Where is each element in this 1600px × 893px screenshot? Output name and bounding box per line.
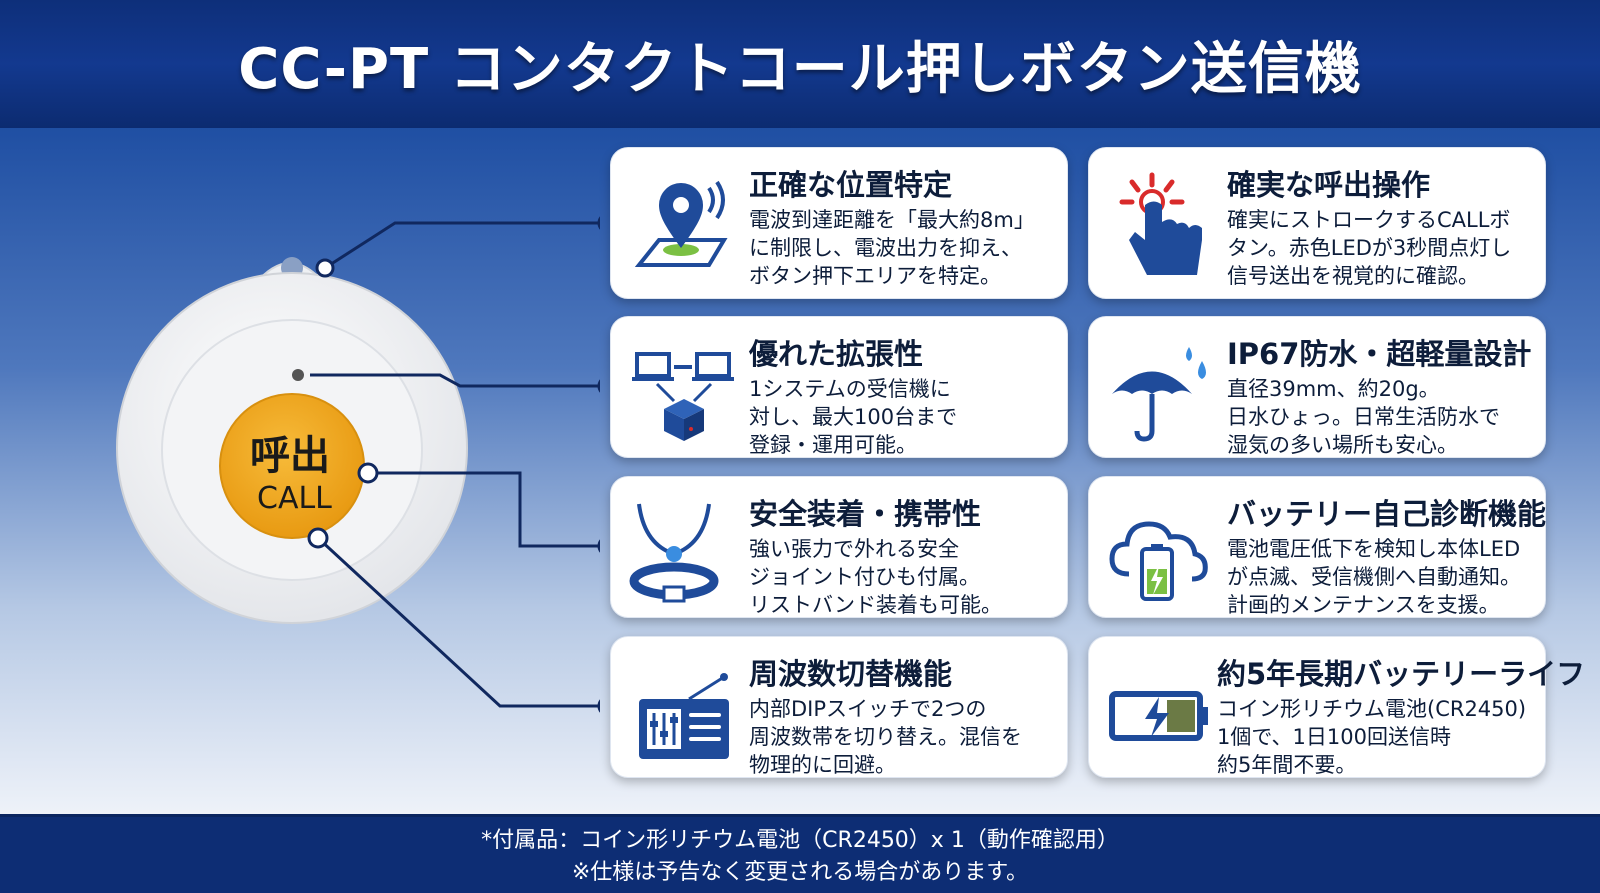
location-signal-icon: [634, 180, 728, 267]
footer-accessory-note: *付属品：コイン形リチウム電池（CR2450）x 1（動作確認用）: [481, 828, 1119, 853]
neck-strap-icon: [629, 503, 719, 603]
feature-desc: 直径39mm、約20g。 日水ひょっ。日常生活防水で 湿気の多い場所も安心。: [1227, 377, 1500, 457]
feature-desc: 電池電圧低下を検知し本体LED が点滅、受信機側へ自動通知。 計画的メンテナンス…: [1227, 537, 1521, 617]
umbrella-icon: [1112, 347, 1206, 442]
cloud-battery-icon: [1109, 521, 1208, 601]
feature-card-battery-life: 約5年長期バッテリーライフ コイン形リチウム電池(CR2450) 1個で、1日1…: [1088, 636, 1586, 778]
feature-desc: 強い張力で外れる安全 ジョイント付ひも付属。 リストバンド装着も可能。: [749, 537, 1003, 617]
feature-title: 正確な位置特定: [749, 168, 953, 202]
feature-title: 安全装着・携帯性: [749, 497, 982, 531]
feature-card-waterproof: IP67防水・超軽量設計 直径39mm、約20g。 日水ひょっ。日常生活防水で …: [1088, 316, 1546, 458]
device-led: [292, 369, 304, 381]
feature-desc: 内部DIPスイッチで2つの 周波数帯を切り替え。混信を 物理的に回避。: [749, 697, 1022, 777]
network-devices-icon: [632, 352, 734, 441]
feature-card-wear: 安全装着・携帯性 強い張力で外れる安全 ジョイント付ひも付属。 リストバンド装着…: [610, 476, 1068, 618]
feature-desc: 1システムの受信機に 対し、最大100台まで 登録・運用可能。: [749, 377, 958, 457]
feature-card-location: 正確な位置特定 電波到達距離を「最大約8m」 に制限し、電波出力を抑え、 ボタン…: [610, 147, 1068, 299]
connector-line-1: [324, 221, 600, 270]
connector-line-4: [316, 536, 600, 708]
feature-card-press: 確実な呼出操作 確実にストロークするCALLボ タン。赤色LEDが3秒間点灯し …: [1088, 147, 1546, 299]
feature-title: 確実な呼出操作: [1227, 168, 1431, 202]
battery-charge-icon: [1109, 691, 1208, 741]
header-banner: CC-PT コンタクトコール押しボタン送信機: [0, 0, 1600, 128]
finger-press-icon: [1119, 172, 1202, 275]
feature-desc: 電波到達距離を「最大約8m」 に制限し、電波出力を抑え、 ボタン押下エリアを特定…: [749, 208, 1035, 288]
call-button-label-jp: 呼出: [250, 433, 330, 479]
feature-desc: 確実にストロークするCALLボ タン。赤色LEDが3秒間点灯し 信号送出を視覚的…: [1227, 208, 1512, 288]
connector-line-2: [310, 373, 600, 388]
footer-disclaimer: ※仕様は予告なく変更される場合があります。: [571, 860, 1029, 885]
feature-title: バッテリー自己診断機能: [1227, 497, 1547, 531]
connector-line-3: [368, 471, 600, 548]
feature-card-expand: 優れた拡張性 1システムの受信機に 対し、最大100台まで 登録・運用可能。: [610, 316, 1068, 458]
feature-card-battery-diag: バッテリー自己診断機能 電池電圧低下を検知し本体LED が点滅、受信機側へ自動通…: [1088, 476, 1546, 618]
feature-title: 約5年長期バッテリーライフ: [1217, 657, 1586, 691]
main-stage: 呼出 CALL 正確な位置特定 電波到達距離を「最大約8m」 に制限し、電波出力…: [0, 128, 1600, 814]
feature-title: IP67防水・超軽量設計: [1227, 337, 1532, 371]
radio-icon: [639, 673, 729, 759]
feature-title: 優れた拡張性: [749, 337, 924, 371]
device-illustration: [116, 216, 600, 713]
footer: *付属品：コイン形リチウム電池（CR2450）x 1（動作確認用） ※仕様は予告…: [0, 814, 1600, 893]
feature-desc: コイン形リチウム電池(CR2450) 1個で、1日100回送信時 約5年間不要。: [1217, 697, 1527, 777]
feature-title: 周波数切替機能: [749, 657, 953, 691]
page-title: CC-PT コンタクトコール押しボタン送信機: [238, 36, 1362, 102]
call-button-label-en: CALL: [257, 481, 332, 516]
feature-card-frequency: 周波数切替機能 内部DIPスイッチで2つの 周波数帯を切り替え。混信を 物理的に…: [610, 636, 1068, 778]
